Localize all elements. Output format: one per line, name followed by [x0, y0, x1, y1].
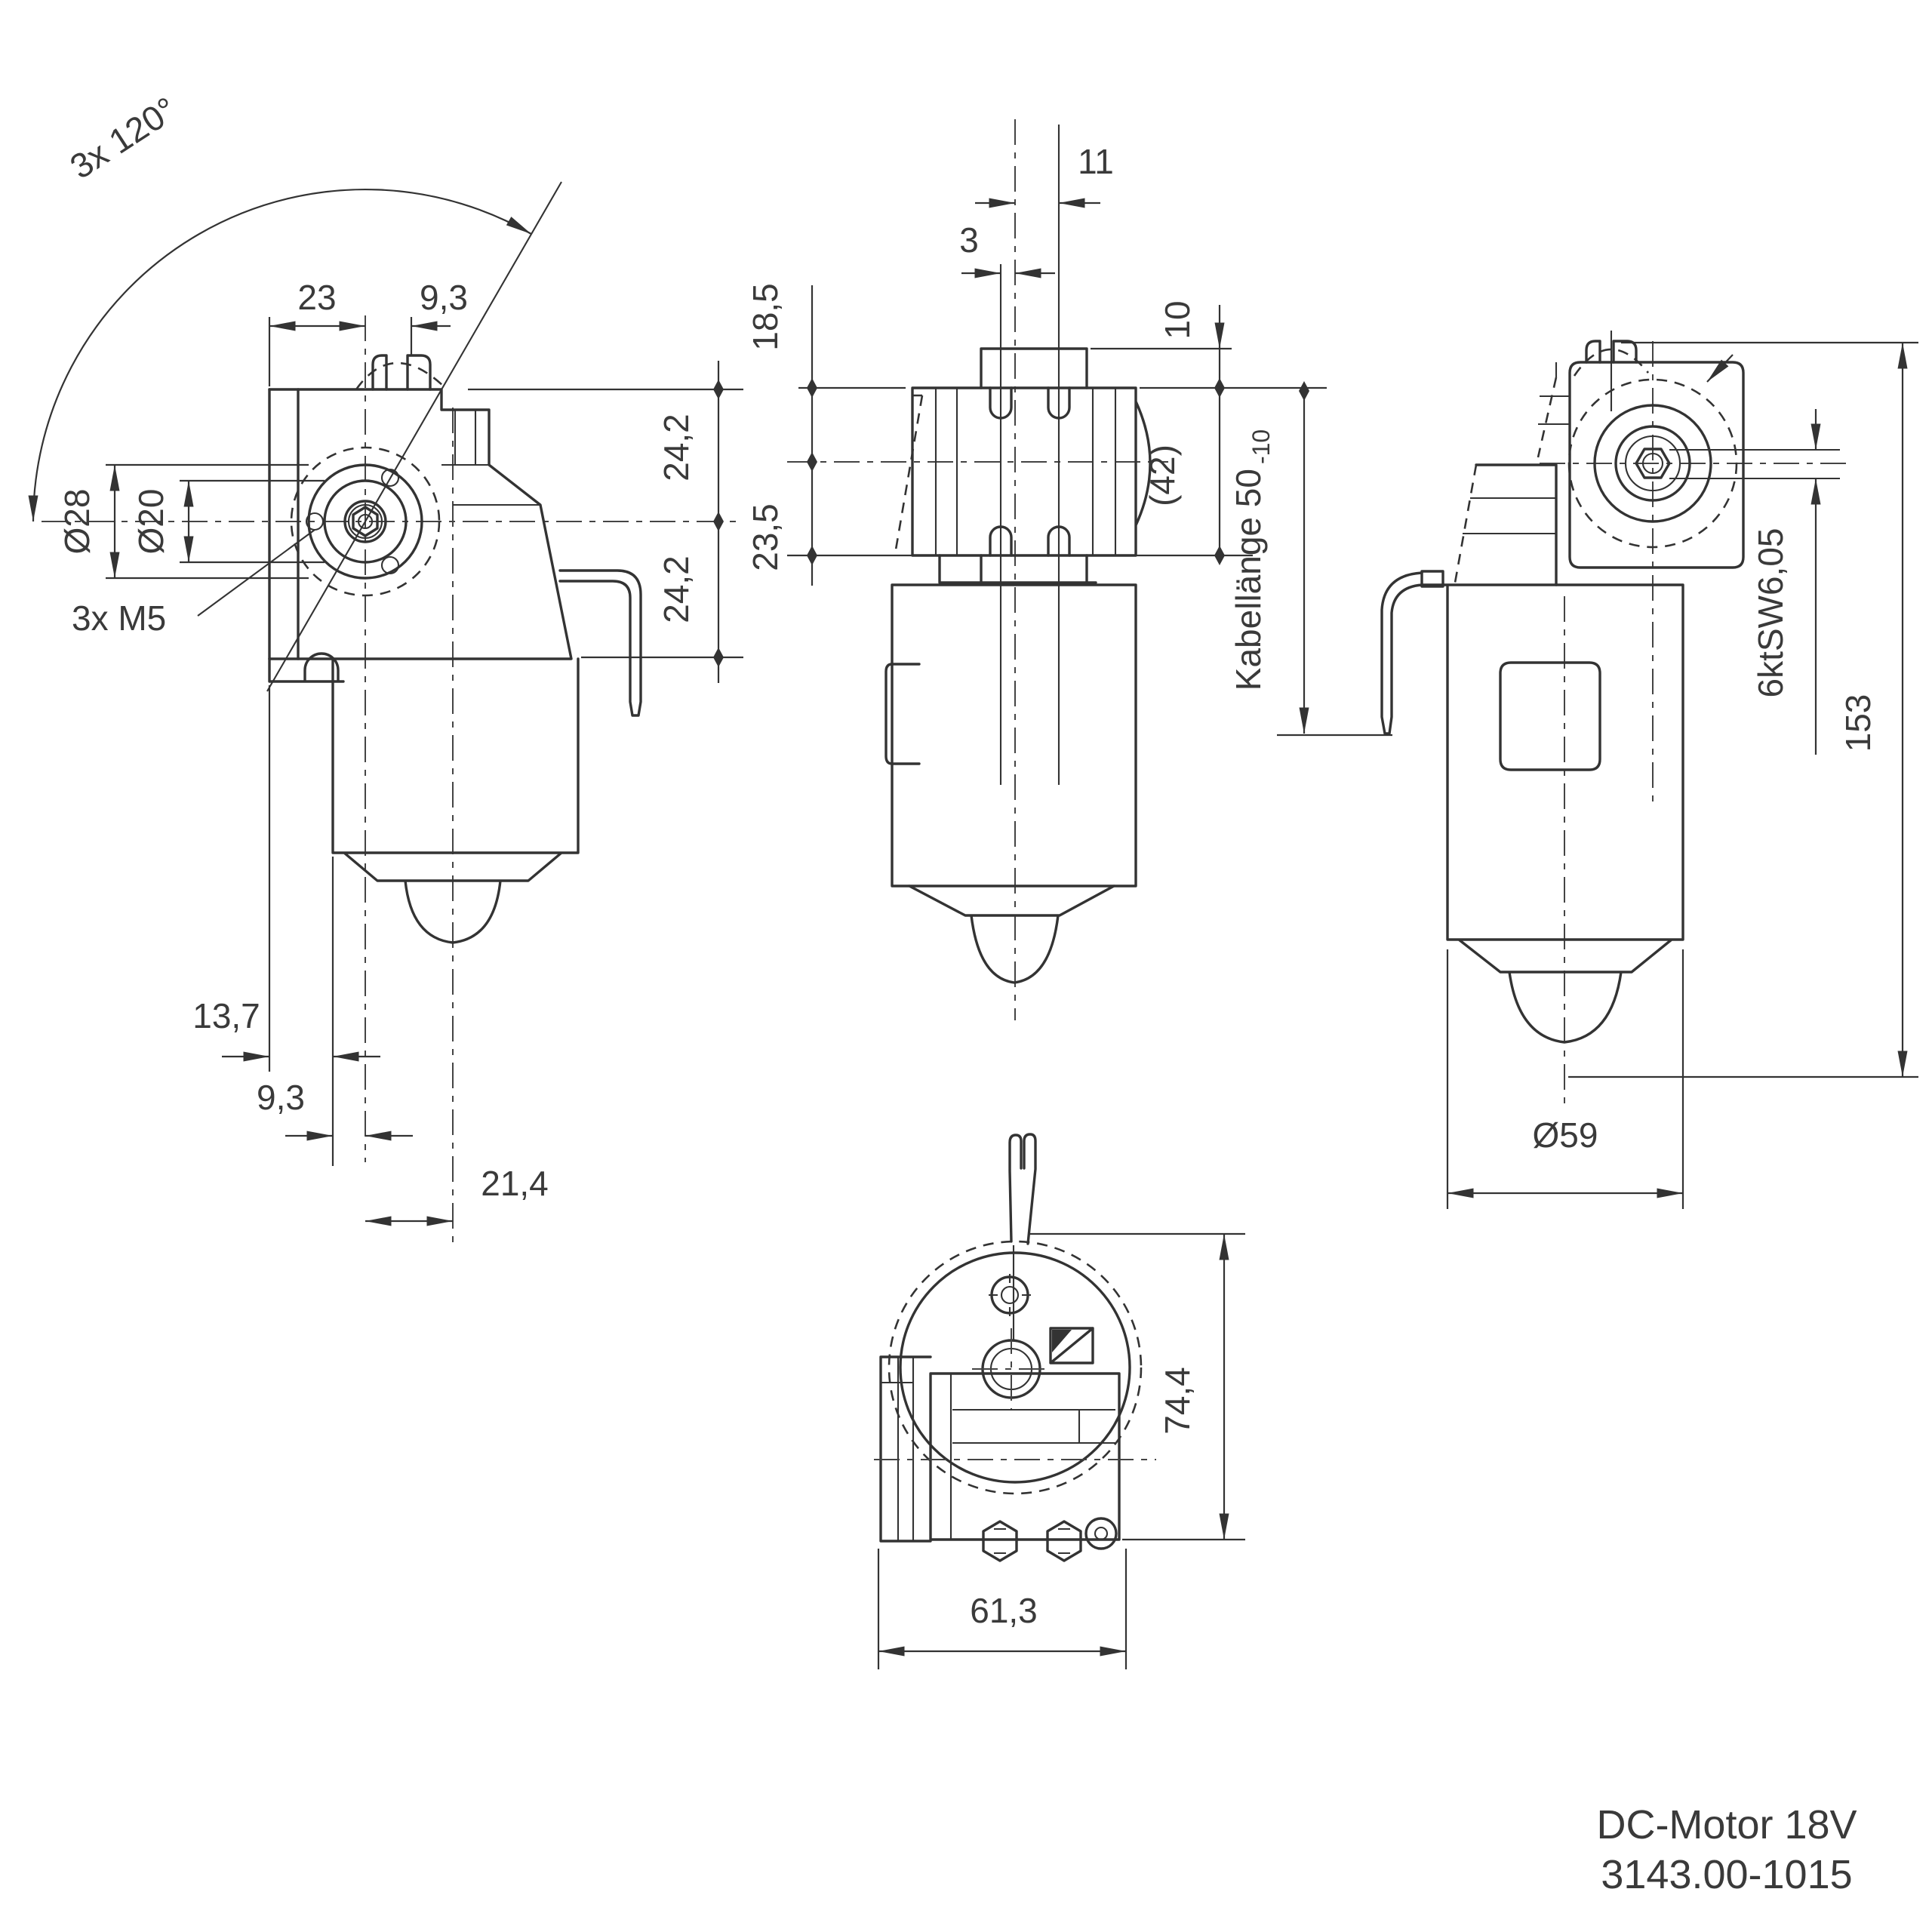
rotation-direction-arrow [1706, 354, 1734, 383]
dim-93-bottom-label: 9,3 [257, 1078, 305, 1117]
gearbox-cover-square [1568, 361, 1745, 569]
thread-leader-line [197, 529, 315, 617]
dim-cable-length-tick [1299, 381, 1309, 401]
dim-23-label: 23 [297, 278, 336, 317]
dim-744-label: 74,4 [1158, 1367, 1197, 1435]
terminal-nuts [982, 1520, 1082, 1562]
dim-dia20-label: Ø20 [131, 489, 171, 555]
front-gearbox-panel-lines [934, 388, 1117, 555]
title-line2: 3143.00-1015 [1601, 1852, 1852, 1897]
thread-3xM5-label: 3x M5 [72, 598, 166, 638]
rear-flange-hidden-edges [1454, 377, 1558, 583]
rear-motor-can [1421, 583, 1684, 1044]
bottom-view: 74,4 61,3 [874, 1133, 1245, 1669]
dim-10-label: 10 [1158, 300, 1197, 339]
dim-214-label: 21,4 [481, 1164, 549, 1203]
dim-3-label: 3 [959, 220, 979, 260]
dia20-extension-lines [180, 479, 325, 564]
housing-screw-cross [989, 1274, 1031, 1316]
terminal-screw-center [1094, 1526, 1109, 1541]
terminal-block-details [949, 1374, 1115, 1540]
dim-242-upper-label: 24,2 [657, 414, 696, 481]
top-dim-extension-lines [268, 317, 413, 386]
terminal-nut-slots [994, 1527, 1070, 1555]
brush-cover-tab [884, 663, 921, 765]
dim-185-label: 18,5 [746, 283, 785, 351]
cable-side-view [558, 569, 642, 717]
side-right-extension-lines [468, 388, 743, 659]
rear-view: 6ktSW6,05 153 Ø59 [1380, 331, 1918, 1209]
dim-137-label: 13,7 [192, 996, 260, 1035]
bottom-outer-circle [888, 1240, 1143, 1495]
front-top-tab [980, 347, 1088, 389]
dim-dia28-label: Ø28 [57, 489, 97, 555]
detail-square [1049, 1327, 1094, 1364]
front-left-extension-lines [787, 386, 1253, 557]
front-end-bell-dome [908, 884, 1115, 984]
rear-boss-circle-outer [1593, 404, 1712, 523]
dim-angle-label: 3x 120° [63, 89, 183, 186]
housing-screw-center [1000, 1285, 1020, 1305]
mounting-flange-plate [268, 388, 300, 660]
side-view: 3x 120° 23 9,3 Ø28 Ø20 3x M5 24,2 24,2 1… [28, 89, 743, 1245]
detail-square-wedge [1052, 1330, 1072, 1352]
front-right-extension-lines [1091, 347, 1327, 389]
motor-label-plate [1499, 661, 1601, 771]
rear-flange-steps [1463, 362, 1570, 535]
hole-centerlines [999, 125, 1060, 785]
dim-235-label: 23,5 [746, 503, 785, 571]
dim-744-extension-lines [1028, 1232, 1245, 1541]
front-view: 11 3 18,5 23,5 10 (42) Kabellänge 50-10 [746, 119, 1392, 1020]
angle-leg-line [266, 181, 562, 692]
rear-tab-hidden-arc [1573, 348, 1650, 377]
dim-242-lower-label: 24,2 [657, 555, 696, 623]
front-gearbox-outline [911, 386, 1152, 557]
dim-dia59-label: Ø59 [1533, 1115, 1598, 1155]
bolt-hole-bottom [380, 555, 400, 575]
gearbox-housing-outline [268, 388, 573, 660]
dim-hex-label: 6ktSW6,05 [1751, 528, 1790, 698]
title-line1: DC-Motor 18V [1596, 1802, 1857, 1847]
rear-boss-circle-mid [1614, 425, 1691, 502]
rear-gear-circle [1567, 378, 1738, 549]
dim-185-235-ticks [807, 378, 817, 565]
mounting-screw-holes [989, 386, 1071, 557]
terminal-block [929, 1372, 1121, 1541]
bottom-bracket-details [881, 1357, 915, 1541]
dim-242-ticks [713, 380, 724, 667]
dim-153-extension-lines [1568, 341, 1918, 1078]
rear-center-hole [1641, 452, 1664, 475]
cable-bottom-view [1008, 1133, 1037, 1245]
title-block: DC-Motor 18V 3143.00-1015 [1596, 1802, 1857, 1897]
terminal-screw [1084, 1517, 1118, 1550]
bottom-mounting-tab [268, 652, 345, 683]
dim-93-top-label: 9,3 [420, 278, 468, 317]
rear-shaft-ring [1624, 435, 1681, 492]
dim-11-label: 11 [1078, 142, 1114, 181]
rear-bracket-arm [1475, 463, 1558, 586]
cable-rear-view [1380, 571, 1423, 735]
dim-153-label: 153 [1838, 694, 1878, 752]
dim-cable-length-label: Kabellänge 50-10 [1229, 429, 1275, 691]
cable-gland [1420, 570, 1444, 588]
motor-can-outline [331, 657, 580, 944]
top-mounting-tab [371, 354, 432, 391]
front-hidden-bracket-edge [894, 394, 924, 555]
gearbox-housing-details [441, 410, 540, 506]
front-motor-can [891, 583, 1137, 888]
dim-613-label: 61,3 [970, 1591, 1038, 1630]
front-bottom-tab [938, 554, 1097, 584]
shaft-boss-crosshair [972, 1328, 1051, 1410]
dia59-extension-lines [1446, 949, 1684, 1209]
bottom-can-circle [899, 1251, 1131, 1484]
bottom-dim-extension-lines [268, 685, 334, 1166]
dia28-extension-lines [106, 463, 309, 580]
bottom-bracket [879, 1355, 932, 1543]
rear-hex-shaft [1635, 448, 1671, 479]
dim-42-label: (42) [1143, 445, 1182, 506]
angle-arc-120 [28, 188, 532, 522]
